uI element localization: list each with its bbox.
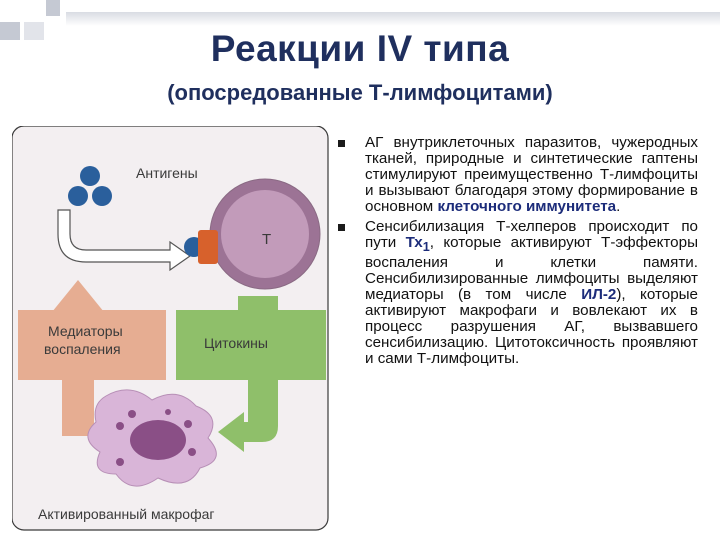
bullet-item-2: Сенсибилизация Т-хелперов происходит по … [338, 219, 698, 367]
mediators-label-line1: Медиаторы [48, 323, 123, 339]
slide-subtitle: (опосредованные Т-лимфоцитами) [167, 80, 553, 105]
corner-square-left [0, 22, 20, 40]
slide-title: Реакции IV типа [210, 28, 510, 69]
bullet-2-part1: Сенсибилизация Т-хелперов происходит по … [365, 218, 698, 251]
cellular-immunity-highlight: клеточного иммунитета [437, 198, 617, 215]
bullet-1-end: . [616, 198, 621, 215]
corner-square-mid [24, 22, 44, 40]
cytokines-stem [238, 296, 278, 312]
bullet-1-body: АГ внутриклеточных паразитов, чужеродных… [365, 134, 698, 215]
t-cell-nucleus [221, 190, 309, 278]
th-label: Тх [405, 234, 423, 251]
antigen-particle [92, 186, 112, 206]
th-subscript: 1 [422, 240, 430, 255]
antigen-particle [68, 186, 88, 206]
granule [188, 448, 196, 456]
bullet-marker [338, 224, 345, 231]
granule [184, 420, 192, 428]
antigen-arrow [57, 209, 192, 272]
mediators-stem [62, 376, 94, 436]
corner-square-top [46, 0, 60, 16]
antigen-particle [80, 166, 100, 186]
reaction-diagram: Антигены Т Медиаторы воспаления Цитокины… [12, 126, 329, 531]
top-band [66, 12, 720, 26]
cytokines-down-arrow [218, 378, 278, 452]
cytokines-box [176, 310, 326, 380]
t-cell-label: Т [262, 231, 271, 248]
bullet-1-text: АГ внутриклеточных паразитов, чужеродных… [365, 135, 698, 215]
bullet-marker [338, 140, 345, 147]
bullet-2-part2: , которые активируют Т-эффекторы воспале… [365, 234, 698, 304]
il2-highlight: ИЛ-2 [581, 286, 617, 304]
granule [165, 409, 171, 415]
description-text: АГ внутриклеточных паразитов, чужеродных… [338, 135, 698, 371]
t-cell-receptor [198, 230, 218, 264]
th1-highlight: Тх1 [405, 234, 430, 255]
cytokines-label: Цитокины [204, 335, 268, 351]
bullet-2-text: Сенсибилизация Т-хелперов происходит по … [365, 219, 698, 367]
granule [116, 422, 124, 430]
mediators-box [18, 310, 166, 380]
macrophage-nucleus [130, 420, 186, 460]
antigens-label: Антигены [136, 165, 198, 181]
bullet-item-1: АГ внутриклеточных паразитов, чужеродных… [338, 135, 698, 215]
macrophage-label: Активированный макрофаг [38, 506, 215, 522]
mediators-label-line2: воспаления [44, 341, 121, 357]
granule [128, 410, 136, 418]
granule [116, 458, 124, 466]
bullet-2-part3: ), которые активируют макрофаги и вовлек… [365, 286, 698, 368]
